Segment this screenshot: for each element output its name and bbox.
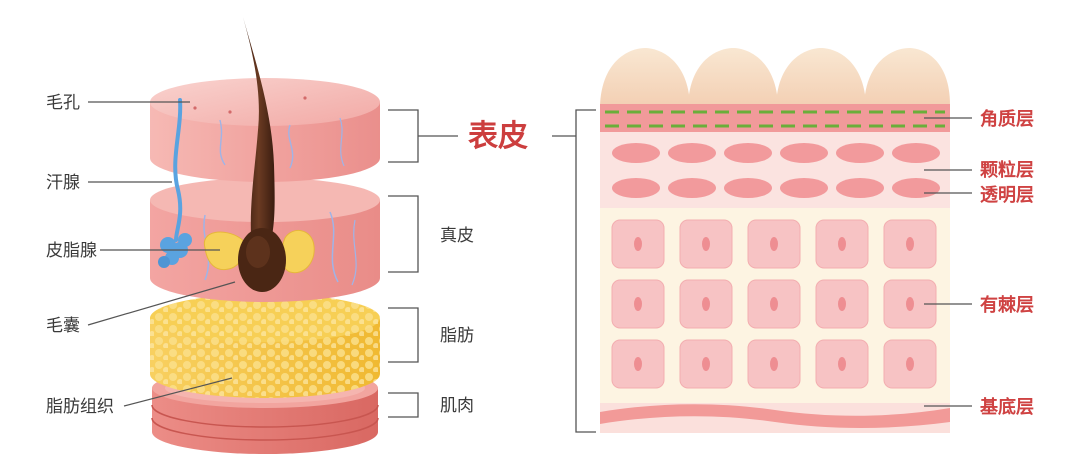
stratum-granulosum-label: 颗粒层	[980, 159, 1034, 181]
hair-follicle-label: 毛囊	[46, 316, 80, 336]
stratum-corneum-label: 角质层	[980, 108, 1034, 130]
stratum-corneum-band	[600, 104, 950, 132]
adipose-tissue-label: 脂肪组织	[46, 397, 114, 417]
sweat-gland	[158, 98, 192, 268]
stratum-lucidum-label: 透明层	[980, 185, 1034, 206]
pore-label: 毛孔	[46, 93, 80, 113]
dermis-layer	[150, 178, 380, 302]
sebaceous-gland-label: 皮脂腺	[46, 241, 97, 261]
stratum-basale-band	[600, 403, 950, 433]
dermis-label: 真皮	[440, 226, 474, 246]
sweat-gland-label: 汗腺	[46, 173, 80, 193]
left-leader-lines	[87, 101, 236, 407]
epidermis-label: 表皮	[468, 119, 528, 154]
spinous-cells	[611, 219, 937, 389]
skin-cylinder	[150, 17, 380, 454]
epidermis-bracket	[552, 109, 596, 433]
middle-brackets	[388, 109, 458, 418]
muscle-label: 肌肉	[440, 396, 474, 416]
stratum-basale-label: 基底层	[979, 396, 1034, 418]
hair-follicle	[238, 17, 286, 292]
granular-cells	[612, 143, 940, 198]
epidermis-cross-section	[600, 48, 950, 433]
right-leader-lines	[924, 117, 972, 407]
fat-layer	[150, 294, 380, 398]
corneocyte-domes	[600, 48, 950, 105]
stratum-granulosum-band	[600, 132, 950, 208]
fat-label: 脂肪	[440, 326, 474, 346]
stratum-spinosum-label: 有棘层	[980, 294, 1034, 316]
